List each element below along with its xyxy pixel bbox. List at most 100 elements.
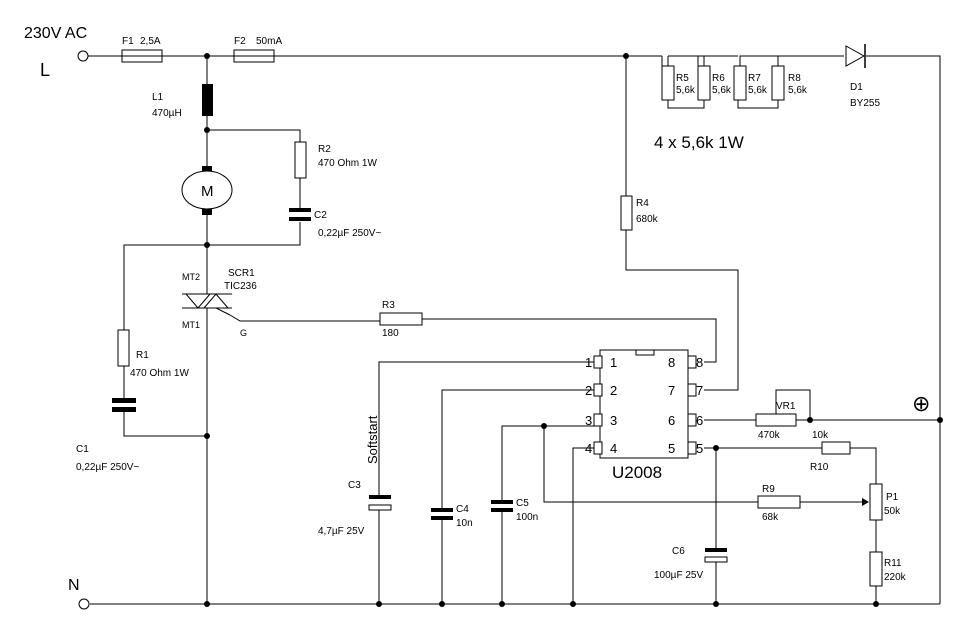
- resistor-r11: [869, 551, 883, 587]
- ic-pin-2-outer: 2: [585, 383, 592, 398]
- ic-pin-1-outer: 1: [585, 355, 592, 370]
- r5-ref: R5: [676, 73, 689, 84]
- wires: [88, 55, 941, 605]
- l1-ref: L1: [152, 92, 164, 103]
- resistor-r6: [697, 65, 711, 101]
- r1-value: 470 Ohm 1W: [130, 368, 189, 379]
- scr1-ref: SCR1: [228, 268, 255, 279]
- ic-name: U2008: [612, 463, 662, 482]
- f2-ref: F2: [234, 36, 246, 47]
- capacitor-c2: [289, 208, 311, 221]
- gate-label: G: [240, 328, 247, 338]
- p1-value: 50k: [884, 506, 901, 517]
- r11-value: 220k: [884, 572, 907, 583]
- r5-value: 5,6k: [676, 85, 696, 96]
- p1-ref: P1: [886, 492, 899, 503]
- d1-value: BY255: [850, 98, 880, 109]
- r9-ref: R9: [762, 484, 775, 495]
- ic-pin-6-outer: 6: [696, 413, 703, 428]
- diode-d1: [845, 44, 866, 68]
- r8-ref: R8: [788, 73, 801, 84]
- fuse-f2: [233, 49, 275, 63]
- motor-label: M: [201, 183, 214, 200]
- line-terminal-label: L: [40, 60, 50, 80]
- capacitor-c6: [704, 548, 728, 563]
- resistor-r3: [379, 312, 423, 326]
- ic-pin-6-inner: 6: [668, 413, 675, 428]
- ic-pin-2-inner: 2: [610, 383, 617, 398]
- ic-u2008: [593, 349, 697, 459]
- ic-pin-4-outer: 4: [585, 441, 592, 456]
- junctions: [204, 53, 943, 607]
- r6-value: 5,6k: [712, 85, 732, 96]
- r4-ref: R4: [636, 198, 649, 209]
- potentiometer-p1: [862, 483, 883, 521]
- terminal-neutral: [78, 598, 90, 610]
- r8-value: 5,6k: [788, 85, 808, 96]
- c4-value: 10n: [456, 518, 473, 529]
- c6-ref: C6: [672, 546, 685, 557]
- ic-pin-3-inner: 3: [610, 413, 617, 428]
- r4-value: 680k: [636, 214, 659, 225]
- capacitor-c1: [112, 398, 136, 412]
- ic-pin-8-inner: 8: [668, 355, 675, 370]
- c2-ref: C2: [314, 210, 327, 221]
- resistor-r7: [733, 65, 747, 101]
- c6-value: 100µF 25V: [654, 570, 703, 581]
- capacitor-c3: [368, 495, 392, 511]
- fuse-f1: [121, 49, 163, 63]
- motor: [181, 166, 233, 215]
- r3-value: 180: [382, 328, 399, 339]
- terminal-line: [77, 50, 89, 62]
- mt2-label: MT2: [182, 272, 200, 282]
- softstart-label: Softstart: [365, 415, 380, 464]
- r10-ref: R10: [810, 462, 829, 473]
- ic-pin-5-outer: 5: [696, 441, 703, 456]
- f2-value: 50mA: [256, 36, 282, 47]
- resistor-r8: [771, 65, 785, 101]
- triac-scr1: [182, 293, 232, 316]
- r2-ref: R2: [318, 144, 331, 155]
- r7-value: 5,6k: [748, 85, 768, 96]
- c5-ref: C5: [516, 498, 529, 509]
- inductor-l1: [202, 84, 213, 116]
- plus-symbol: ⊕: [912, 391, 930, 416]
- f1-value: 2,5A: [140, 36, 161, 47]
- r1-ref: R1: [136, 350, 149, 361]
- l1-value: 470µH: [152, 108, 182, 119]
- r3-ref: R3: [382, 300, 395, 311]
- neutral-terminal-label: N: [68, 577, 80, 594]
- c1-value: 0,22µF 250V~: [76, 462, 139, 473]
- c3-ref: C3: [348, 480, 361, 491]
- resistor-r2: [294, 141, 307, 179]
- c1-ref: C1: [76, 444, 89, 455]
- resistor-network-title: 4 x 5,6k 1W: [654, 133, 744, 152]
- c2-value: 0,22µF 250V~: [318, 228, 381, 239]
- resistor-r10: [821, 441, 851, 455]
- resistor-r1: [117, 329, 130, 367]
- vr1-value: 470k: [758, 430, 781, 441]
- resistor-r4: [620, 195, 633, 231]
- ic-pin-1-inner: 1: [610, 355, 617, 370]
- vr1-ref: VR1: [776, 401, 796, 412]
- r2-value: 470 Ohm 1W: [318, 158, 377, 169]
- r10-value: 10k: [812, 430, 829, 441]
- capacitor-c4: [431, 508, 453, 520]
- ic-pin-4-inner: 4: [610, 441, 617, 456]
- c4-ref: C4: [456, 504, 469, 515]
- ic-pin-3-outer: 3: [585, 413, 592, 428]
- r11-ref: R11: [884, 558, 902, 569]
- r9-value: 68k: [762, 512, 779, 523]
- mt1-label: MT1: [182, 320, 200, 330]
- resistor-r9: [757, 495, 801, 509]
- ic-pin-8-outer: 8: [696, 355, 703, 370]
- d1-ref: D1: [850, 82, 863, 93]
- r7-ref: R7: [748, 73, 761, 84]
- supply-voltage-label: 230V AC: [24, 25, 87, 42]
- scr1-value: TIC236: [224, 281, 257, 292]
- ic-pin-7-outer: 7: [696, 383, 703, 398]
- trimmer-vr1: [755, 413, 797, 427]
- r6-ref: R6: [712, 73, 725, 84]
- ic-pin-5-inner: 5: [668, 441, 675, 456]
- resistor-r5: [661, 65, 675, 101]
